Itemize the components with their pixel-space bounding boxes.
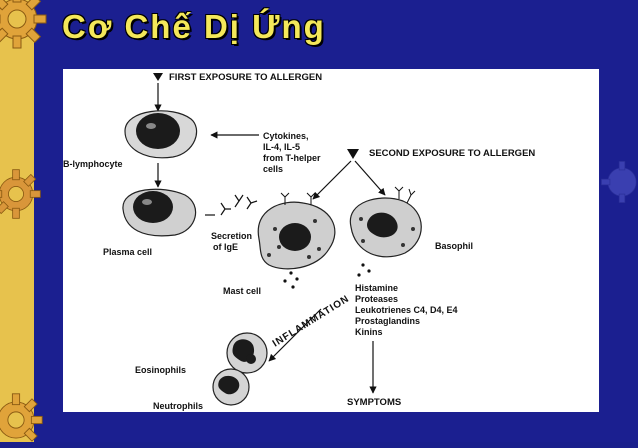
gear-icon (0, 0, 48, 50)
plasma-cell-label: Plasma cell (103, 247, 152, 257)
mediator-histamine: Histamine (355, 283, 398, 293)
cytokines-line-2: IL-4, IL-5 (263, 142, 300, 152)
basophil-label: Basophil (435, 241, 473, 251)
eosinophils-label: Eosinophils (135, 365, 186, 375)
triangle-icon (347, 149, 359, 159)
gear-icon (600, 160, 638, 204)
left-stripe (0, 0, 34, 442)
plasma-cell (123, 189, 196, 236)
slide-title: Cơ Chế Dị Ứng (62, 8, 326, 46)
ige-antibody-icon (221, 195, 257, 215)
basophil-cell (350, 187, 421, 277)
b-lymphocyte-cell (125, 111, 197, 158)
gear-icon (0, 168, 42, 220)
neutrophils-label: Neutrophils (153, 401, 203, 411)
mast-cell (258, 193, 335, 289)
symptoms-label: SYMPTOMS (347, 397, 401, 408)
inflammation-label: INFLAMMATION (271, 293, 352, 349)
arrow (313, 161, 351, 199)
allergy-mechanism-diagram: FIRST EXPOSURE TO ALLERGEN B-lymphocyte … (63, 69, 599, 412)
cytokines-line-1: Cytokines, (263, 131, 309, 141)
second-exposure-label: SECOND EXPOSURE TO ALLERGEN (369, 148, 535, 159)
mast-cell-label: Mast cell (223, 286, 261, 296)
gear-icon (0, 392, 44, 448)
secretion-line-1: Secretion (211, 231, 252, 241)
cytokines-line-3: from T-helper (263, 153, 321, 163)
mediator-leukotrienes: Leukotrienes C4, D4, E4 (355, 305, 458, 315)
neutrophil-cell (213, 369, 249, 405)
triangle-icon (153, 73, 163, 81)
secretion-line-2: of IgE (213, 242, 238, 252)
b-lymphocyte-label: B-lymphocyte (63, 159, 123, 169)
diagram-svg: FIRST EXPOSURE TO ALLERGEN B-lymphocyte … (63, 69, 599, 412)
first-exposure-label: FIRST EXPOSURE TO ALLERGEN (169, 72, 322, 83)
mediator-proteases: Proteases (355, 294, 398, 304)
arrow (355, 161, 385, 195)
eosinophil-cell (227, 333, 267, 373)
mediator-kinins: Kinins (355, 327, 383, 337)
mediator-prostaglandins: Prostaglandins (355, 316, 420, 326)
cytokines-line-4: cells (263, 164, 283, 174)
